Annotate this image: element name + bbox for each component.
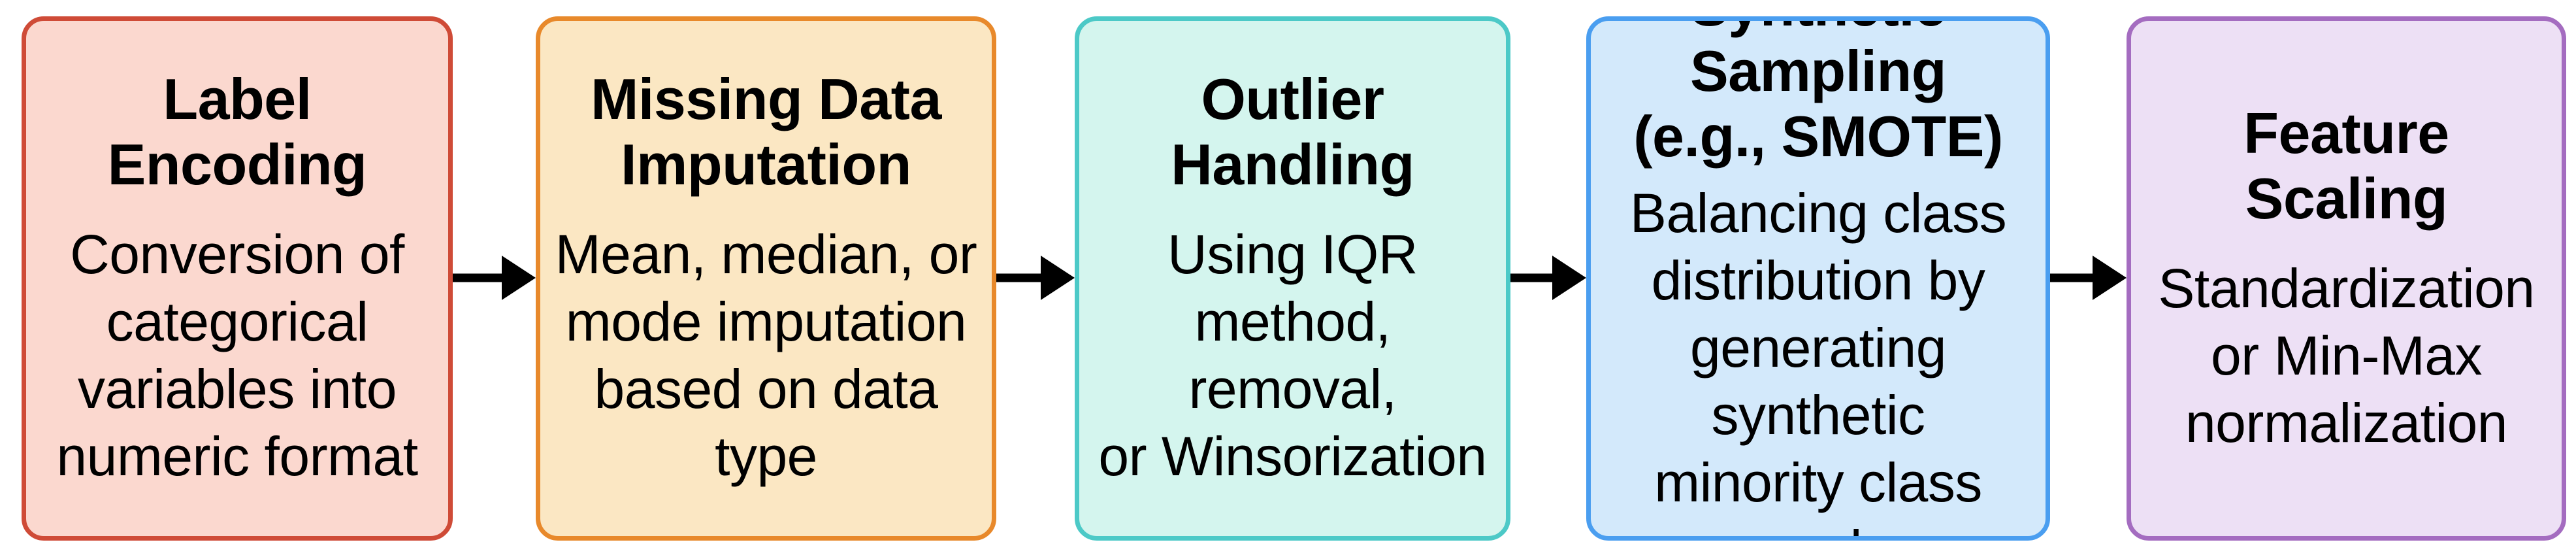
arrow-right-icon xyxy=(996,248,1075,307)
arrow-head xyxy=(2093,255,2127,300)
stage-title: Outlier Handling xyxy=(1171,67,1414,197)
stage-description: Mean, median, or mode imputation based o… xyxy=(555,224,977,487)
arrow-head xyxy=(502,255,536,300)
connector-arrow-4 xyxy=(2050,0,2127,555)
stage-feature-scaling[interactable]: Feature Scaling Standardization or Min-M… xyxy=(2127,16,2566,541)
stage-label-encoding[interactable]: Label Encoding Conversion of categorical… xyxy=(22,16,453,541)
stage-missing-data-imputation[interactable]: Missing Data Imputation Mean, median, or… xyxy=(536,16,996,541)
arrow-shaft xyxy=(996,273,1046,282)
arrow-right-icon xyxy=(1510,248,1586,307)
arrow-shaft xyxy=(453,273,507,282)
stage-description: Balancing class distribution by generati… xyxy=(1629,182,2007,536)
arrow-shaft xyxy=(1510,273,1557,282)
stage-title: Feature Scaling xyxy=(2243,100,2449,231)
arrow-head xyxy=(1041,255,1075,300)
stage-description: Conversion of categorical variables into… xyxy=(56,224,418,487)
connector-arrow-2 xyxy=(996,0,1075,555)
stage-description: Standardization or Min-Max normalization xyxy=(2158,257,2535,454)
stage-description: Using IQR method, removal, or Winsorizat… xyxy=(1098,224,1487,487)
connector-arrow-3 xyxy=(1510,0,1586,555)
stage-title: Missing Data Imputation xyxy=(591,67,941,197)
stage-outlier-handling[interactable]: Outlier Handling Using IQR method, remov… xyxy=(1075,16,1510,541)
arrow-right-icon xyxy=(453,248,536,307)
arrow-shaft xyxy=(2050,273,2098,282)
stage-title: Label Encoding xyxy=(107,67,367,197)
connector-arrow-1 xyxy=(453,0,536,555)
arrow-right-icon xyxy=(2050,248,2127,307)
stage-synthetic-sampling[interactable]: Synthetic Sampling (e.g., SMOTE) Balanci… xyxy=(1586,16,2050,541)
stage-title: Synthetic Sampling (e.g., SMOTE) xyxy=(1633,21,2003,169)
arrow-head xyxy=(1552,255,1586,300)
